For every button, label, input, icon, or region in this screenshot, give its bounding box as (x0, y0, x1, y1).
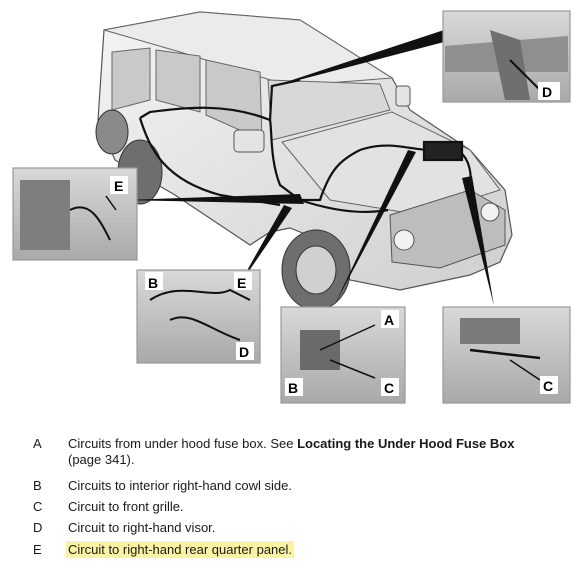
callout-pointers (124, 30, 494, 306)
callout-b-center-right: B (288, 380, 298, 396)
callout-d-top: D (542, 84, 552, 100)
legend-letter: D (33, 520, 43, 535)
legend-text: Circuit to front grille. (68, 499, 184, 514)
callout-c-center-right: C (384, 380, 394, 396)
inset-rear-quarter: E (12, 167, 138, 261)
highlighted-text: Circuit to right-hand rear quarter panel… (66, 541, 295, 558)
legend-letter: A (33, 436, 42, 451)
wiring-harness (138, 78, 472, 214)
legend-letter: B (33, 478, 42, 493)
vehicle-wiring-illustration: D E B E D A B C (12, 10, 571, 404)
callout-c-far-right: C (543, 378, 553, 394)
legend-letter: E (33, 542, 42, 557)
legend-letter: C (33, 499, 43, 514)
legend-text: Circuits from under hood fuse box. See L… (68, 436, 568, 468)
front-wheel (281, 229, 351, 311)
callout-b-center-left: B (148, 275, 158, 291)
legend-text: Circuits to interior right-hand cowl sid… (68, 478, 292, 493)
fuse-box-link[interactable]: Locating the Under Hood Fuse Box (297, 436, 515, 451)
legend-text: Circuit to right-hand rear quarter panel… (66, 541, 568, 558)
inset-cowl: B E D (136, 269, 261, 364)
inset-visor: D (442, 10, 571, 103)
callout-d-center-left: D (239, 344, 249, 360)
callout-e-left: E (114, 178, 123, 194)
callout-a-center-right: A (384, 312, 394, 328)
inset-fuse-box: A B C (280, 306, 406, 404)
legend-text: Circuit to right-hand visor. (68, 520, 216, 535)
callout-e-center-left: E (237, 275, 246, 291)
inset-grille: C (442, 306, 571, 404)
legend-text-part: (page 341). (68, 452, 135, 467)
legend-text-part: Circuits from under hood fuse box. See (68, 436, 298, 451)
